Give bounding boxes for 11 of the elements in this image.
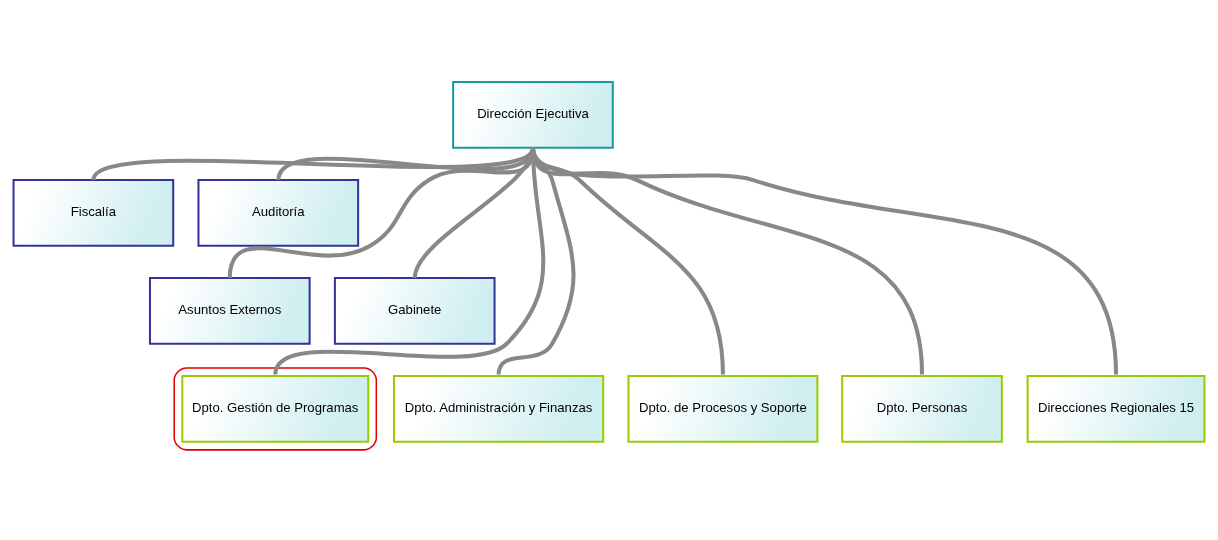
- node-box: Dirección Ejecutiva: [452, 81, 614, 149]
- node-box: Auditoría: [197, 179, 360, 247]
- node-box: Fiscalía: [12, 179, 175, 247]
- node-box: Dpto. Personas: [841, 375, 1003, 443]
- node-box: Direcciones Regionales 15: [1026, 375, 1206, 443]
- cluster: [173, 367, 378, 451]
- node-box: Dpto. Administración y Finanzas: [393, 375, 605, 443]
- node-box: Dpto. Gestión de Programas: [181, 375, 370, 443]
- node-box: Dpto. de Procesos y Soporte: [627, 375, 819, 443]
- node-box: Gabinete: [333, 277, 496, 345]
- node-box: Asuntos Externos: [148, 277, 311, 345]
